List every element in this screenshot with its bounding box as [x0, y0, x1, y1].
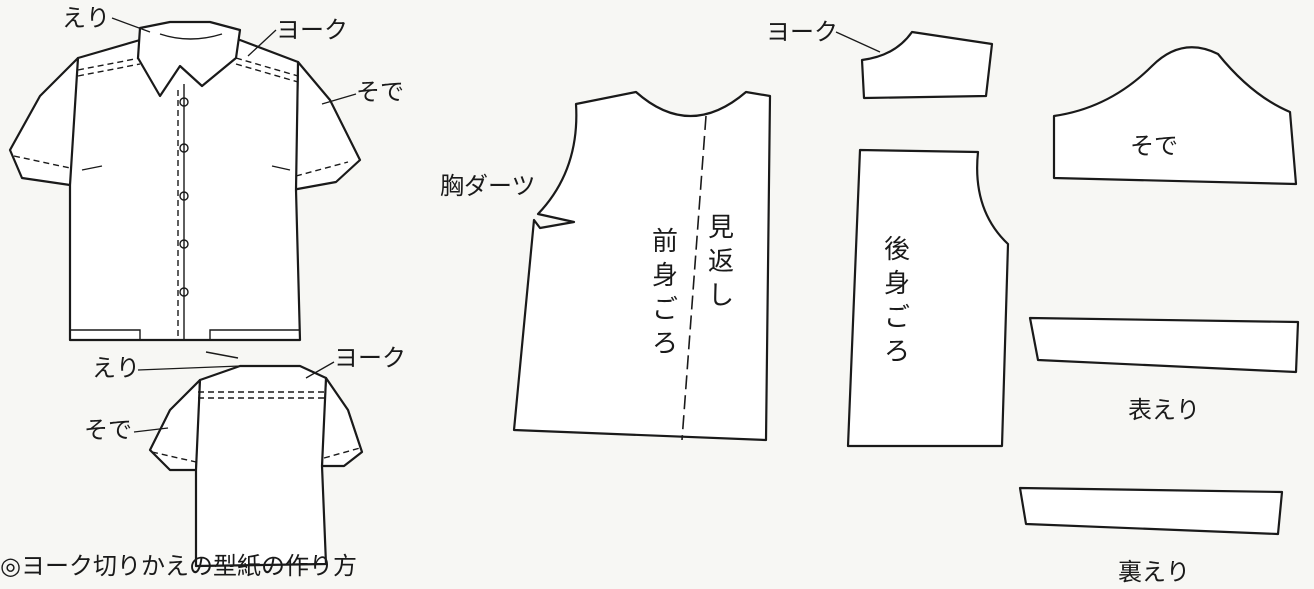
sleeve-label: そで	[1130, 132, 1178, 160]
front-buttons	[179, 97, 189, 297]
facing-label: 見 返 し	[708, 213, 734, 311]
svg-text:前: 前	[652, 227, 678, 257]
front-left-sleeve	[8, 56, 80, 187]
outer-collar-label: 表えり	[1128, 396, 1200, 424]
under-collar-pattern: 裏えり	[1018, 486, 1284, 586]
svg-text:ご: ご	[884, 303, 910, 333]
svg-text:身: 身	[884, 269, 910, 299]
back-collar-label: えり	[92, 354, 140, 382]
svg-text:ご: ご	[652, 295, 678, 325]
front-sleeve-label: そで	[356, 78, 404, 106]
svg-text:見: 見	[708, 213, 734, 243]
svg-text:ろ: ろ	[884, 337, 910, 367]
front-bodice-label: 前 身 ご ろ	[652, 227, 678, 359]
svg-text:し: し	[708, 281, 734, 311]
caption: ◎ヨーク切りかえの型紙の作り方	[0, 552, 357, 580]
under-collar-outline	[1018, 486, 1284, 536]
front-yoke-label: ヨーク	[276, 16, 348, 44]
back-shirt-illustration: えり ヨーク そで	[84, 344, 406, 568]
back-body	[194, 364, 328, 568]
svg-text:後: 後	[884, 235, 910, 265]
back-bodice-label: 後 身 ご ろ	[884, 235, 910, 367]
front-yoke-seam-right	[235, 57, 299, 77]
back-left-sleeve	[148, 378, 202, 472]
back-bodice-pattern: 後 身 ご ろ	[846, 148, 1010, 448]
back-right-sleeve	[320, 376, 364, 468]
front-bodice-pattern: 胸ダーツ 見 返 し 前 身 ご ろ	[440, 90, 772, 442]
outer-collar-outline	[1028, 316, 1300, 374]
front-body	[68, 36, 302, 342]
yoke-outline	[860, 30, 994, 100]
yoke-label: ヨーク	[766, 18, 838, 46]
front-yoke-seam-left	[77, 57, 141, 71]
yoke-pattern: ヨーク	[766, 18, 994, 100]
front-collar	[136, 20, 242, 98]
svg-text:身: 身	[652, 261, 678, 291]
front-bodice-outline	[512, 90, 772, 442]
back-bodice-outline	[846, 148, 1010, 448]
front-shirt-illustration: えり ヨーク そで	[8, 4, 404, 342]
svg-text:返: 返	[708, 247, 734, 277]
back-yoke-label: ヨーク	[334, 344, 406, 372]
svg-text:ろ: ろ	[652, 329, 678, 359]
front-collar-label: えり	[62, 4, 110, 32]
under-collar-label: 裏えり	[1118, 558, 1190, 586]
front-right-sleeve	[290, 60, 362, 192]
sleeve-outline	[1052, 46, 1298, 186]
bust-dart-label: 胸ダーツ	[440, 172, 536, 200]
outer-collar-pattern: 表えり	[1028, 316, 1300, 424]
back-sleeve-label: そで	[84, 416, 132, 444]
facing-line	[681, 115, 707, 441]
sleeve-pattern: そで	[1052, 46, 1298, 186]
